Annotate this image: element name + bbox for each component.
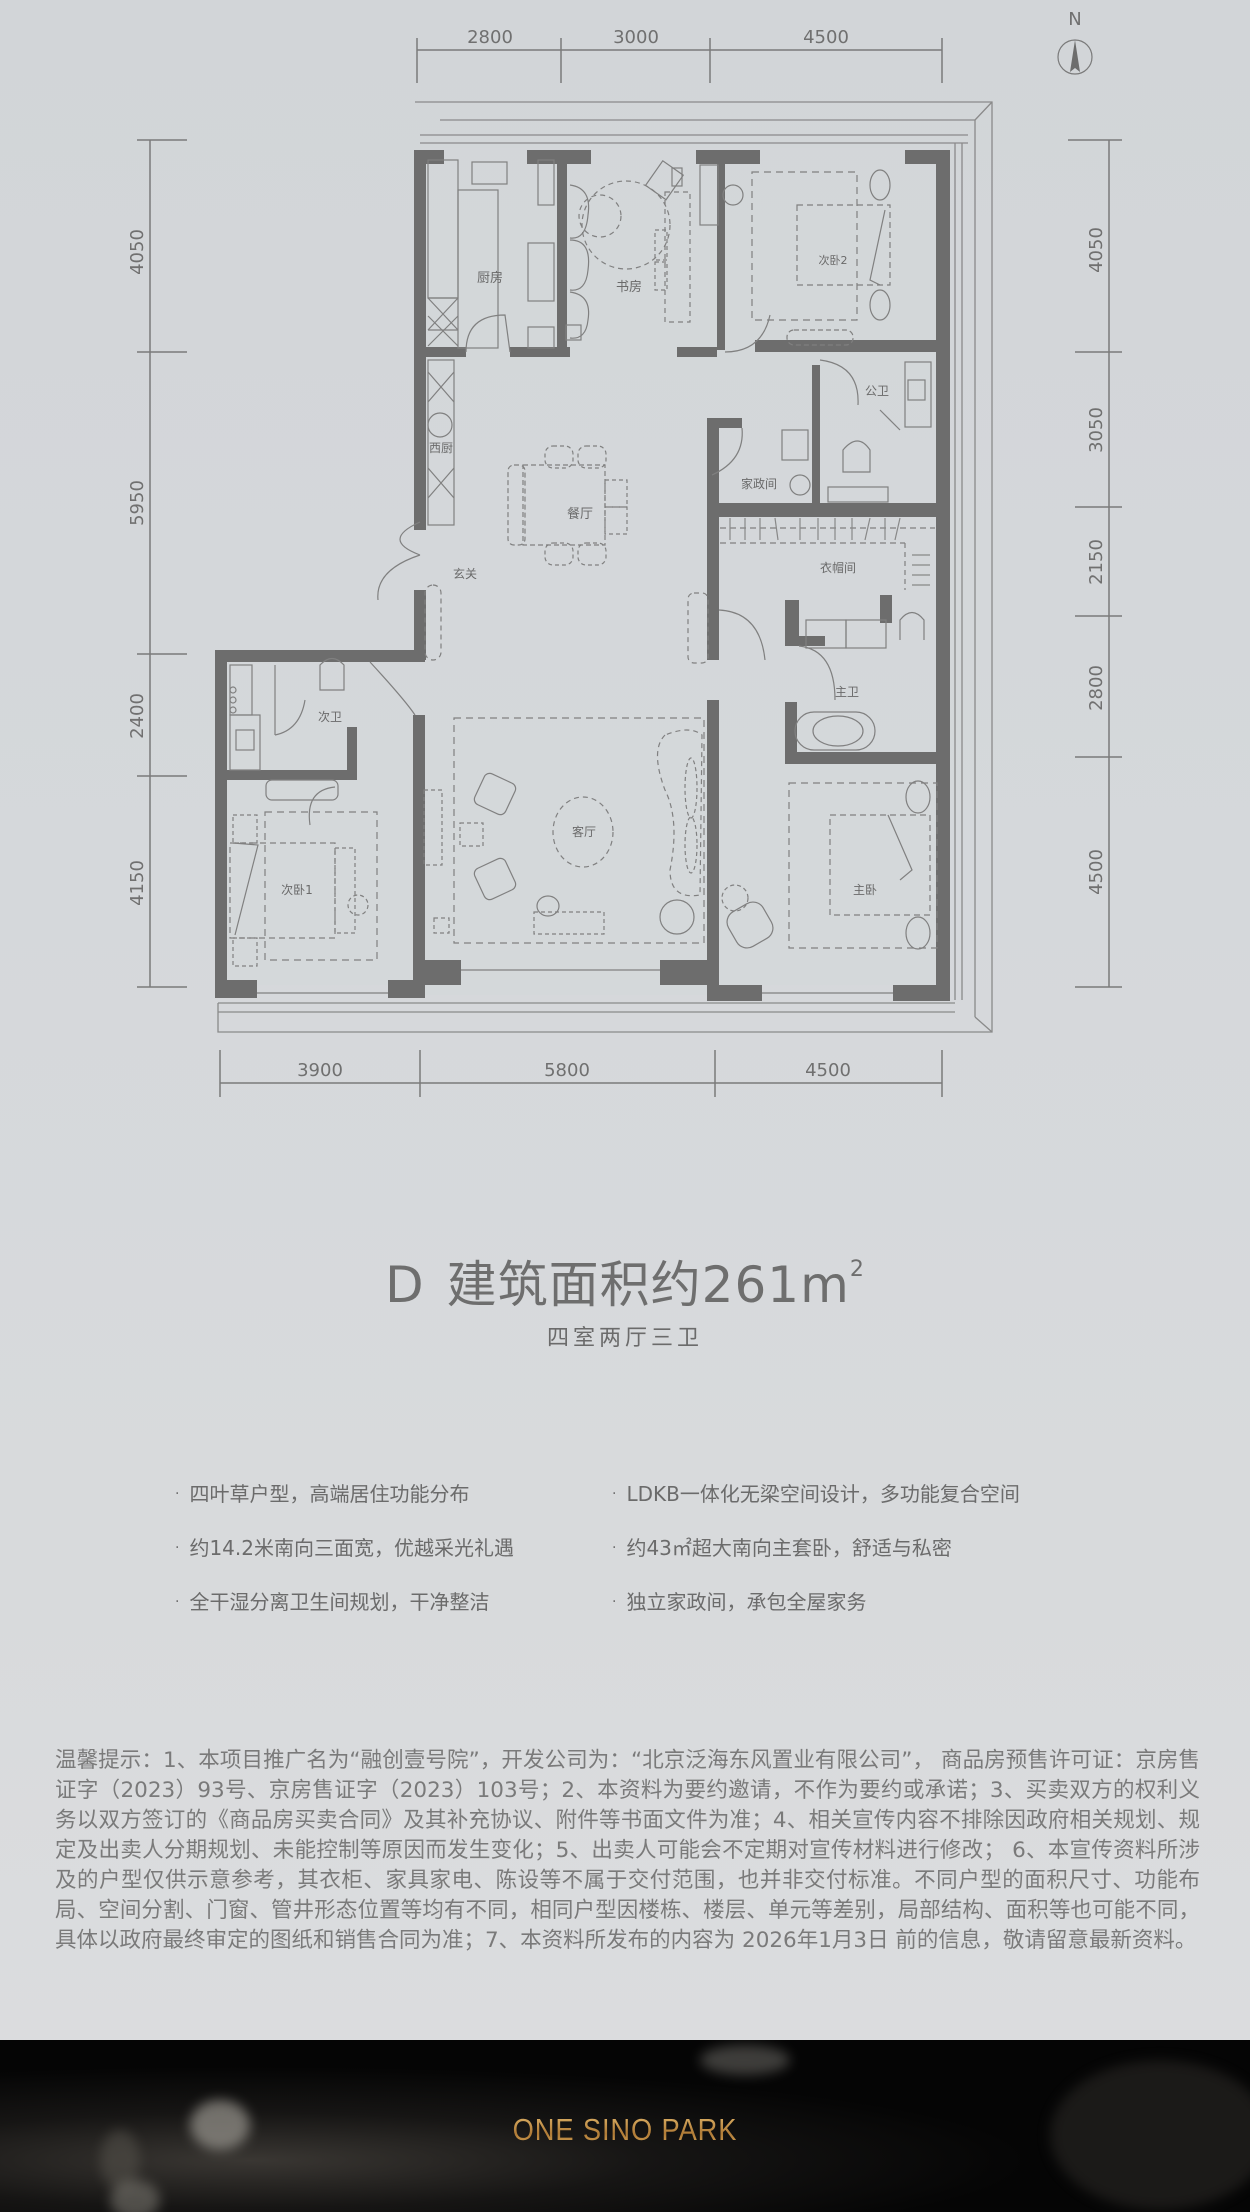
feature-item: ·四叶草户型，高端居住功能分布 bbox=[175, 1482, 470, 1506]
feature-item: ·独立家政间，承包全屋家务 bbox=[612, 1590, 867, 1614]
room-label-public-bath: 公卫 bbox=[865, 384, 889, 398]
area-text: 建筑面积约261 bbox=[446, 1256, 801, 1314]
dim-right-4: 2800 bbox=[1086, 665, 1107, 711]
bokeh-decoration bbox=[1050, 2060, 1250, 2210]
feature-item: ·约43㎡超大南向主套卧，舒适与私密 bbox=[612, 1536, 952, 1560]
dim-bottom-2: 5800 bbox=[544, 1060, 590, 1081]
area-unit: m bbox=[800, 1256, 850, 1314]
room-label-western-kitchen: 西厨 bbox=[429, 441, 453, 455]
bullet-icon: · bbox=[175, 1486, 180, 1502]
dim-right-5: 4500 bbox=[1086, 849, 1107, 895]
floor-plan: 2800 3000 4500 3900 5800 4500 4050 5950 … bbox=[127, 9, 1122, 1097]
layout-subtitle: 四室两厅三卫 bbox=[546, 1326, 703, 1351]
room-label-second-bath: 次卫 bbox=[318, 710, 342, 724]
room-label-housekeeping: 家政间 bbox=[741, 476, 777, 491]
feature-item: ·全干湿分离卫生间规划，干净整洁 bbox=[175, 1590, 490, 1614]
dim-right-3: 2150 bbox=[1086, 539, 1107, 585]
dim-right-1: 4050 bbox=[1086, 227, 1107, 273]
dim-top-2: 3000 bbox=[613, 27, 659, 48]
dim-left-3: 2400 bbox=[127, 693, 148, 739]
room-label-living: 客厅 bbox=[572, 824, 596, 839]
feature-item: ·约14.2米南向三面宽，优越采光礼遇 bbox=[175, 1536, 514, 1560]
bokeh-decoration bbox=[110, 2180, 160, 2212]
dim-bottom-3: 4500 bbox=[805, 1060, 851, 1081]
bullet-icon: · bbox=[612, 1594, 617, 1610]
dim-left-1: 4050 bbox=[127, 229, 148, 275]
north-arrow-icon: N bbox=[1057, 9, 1093, 75]
bokeh-decoration bbox=[190, 2100, 250, 2150]
dim-top-1: 2800 bbox=[467, 27, 513, 48]
unit-type: D bbox=[385, 1256, 425, 1314]
bullet-icon: · bbox=[175, 1594, 180, 1610]
feature-item: ·LDKB一体化无梁空间设计，多功能复合空间 bbox=[612, 1482, 1020, 1506]
room-label-dining: 餐厅 bbox=[567, 506, 593, 522]
room-label-master-bedroom: 主卧 bbox=[853, 883, 877, 897]
room-label-bedroom1: 次卧1 bbox=[281, 883, 313, 897]
disclaimer-notice: 温馨提示：1、本项目推广名为“融创壹号院”，开发公司为：“北京泛海东风置业有限公… bbox=[55, 1748, 1200, 1953]
bullet-icon: · bbox=[612, 1486, 617, 1502]
room-label-foyer: 玄关 bbox=[453, 566, 477, 581]
bullet-icon: · bbox=[175, 1540, 180, 1556]
room-label-cloakroom: 衣帽间 bbox=[820, 560, 856, 575]
room-label-study: 书房 bbox=[616, 279, 642, 295]
area-unit-sup: 2 bbox=[849, 1257, 865, 1282]
dim-bottom-1: 3900 bbox=[297, 1060, 343, 1081]
dim-top-3: 4500 bbox=[803, 27, 849, 48]
bullet-icon: · bbox=[612, 1540, 617, 1556]
unit-area-title: D 建筑面积约261m2 bbox=[0, 1245, 1250, 1317]
footer-banner: ONE SINO PARK bbox=[0, 2040, 1250, 2212]
room-label-kitchen: 厨房 bbox=[477, 270, 503, 286]
room-label-master-bath: 主卫 bbox=[835, 685, 859, 699]
dim-right-2: 3050 bbox=[1086, 407, 1107, 453]
room-label-bedroom2: 次卧2 bbox=[819, 253, 848, 267]
svg-text:N: N bbox=[1068, 9, 1081, 30]
bokeh-decoration bbox=[700, 2045, 790, 2075]
dim-left-2: 5950 bbox=[127, 480, 148, 526]
dim-left-4: 4150 bbox=[127, 860, 148, 906]
brand-logo: ONE SINO PARK bbox=[75, 2112, 1175, 2148]
